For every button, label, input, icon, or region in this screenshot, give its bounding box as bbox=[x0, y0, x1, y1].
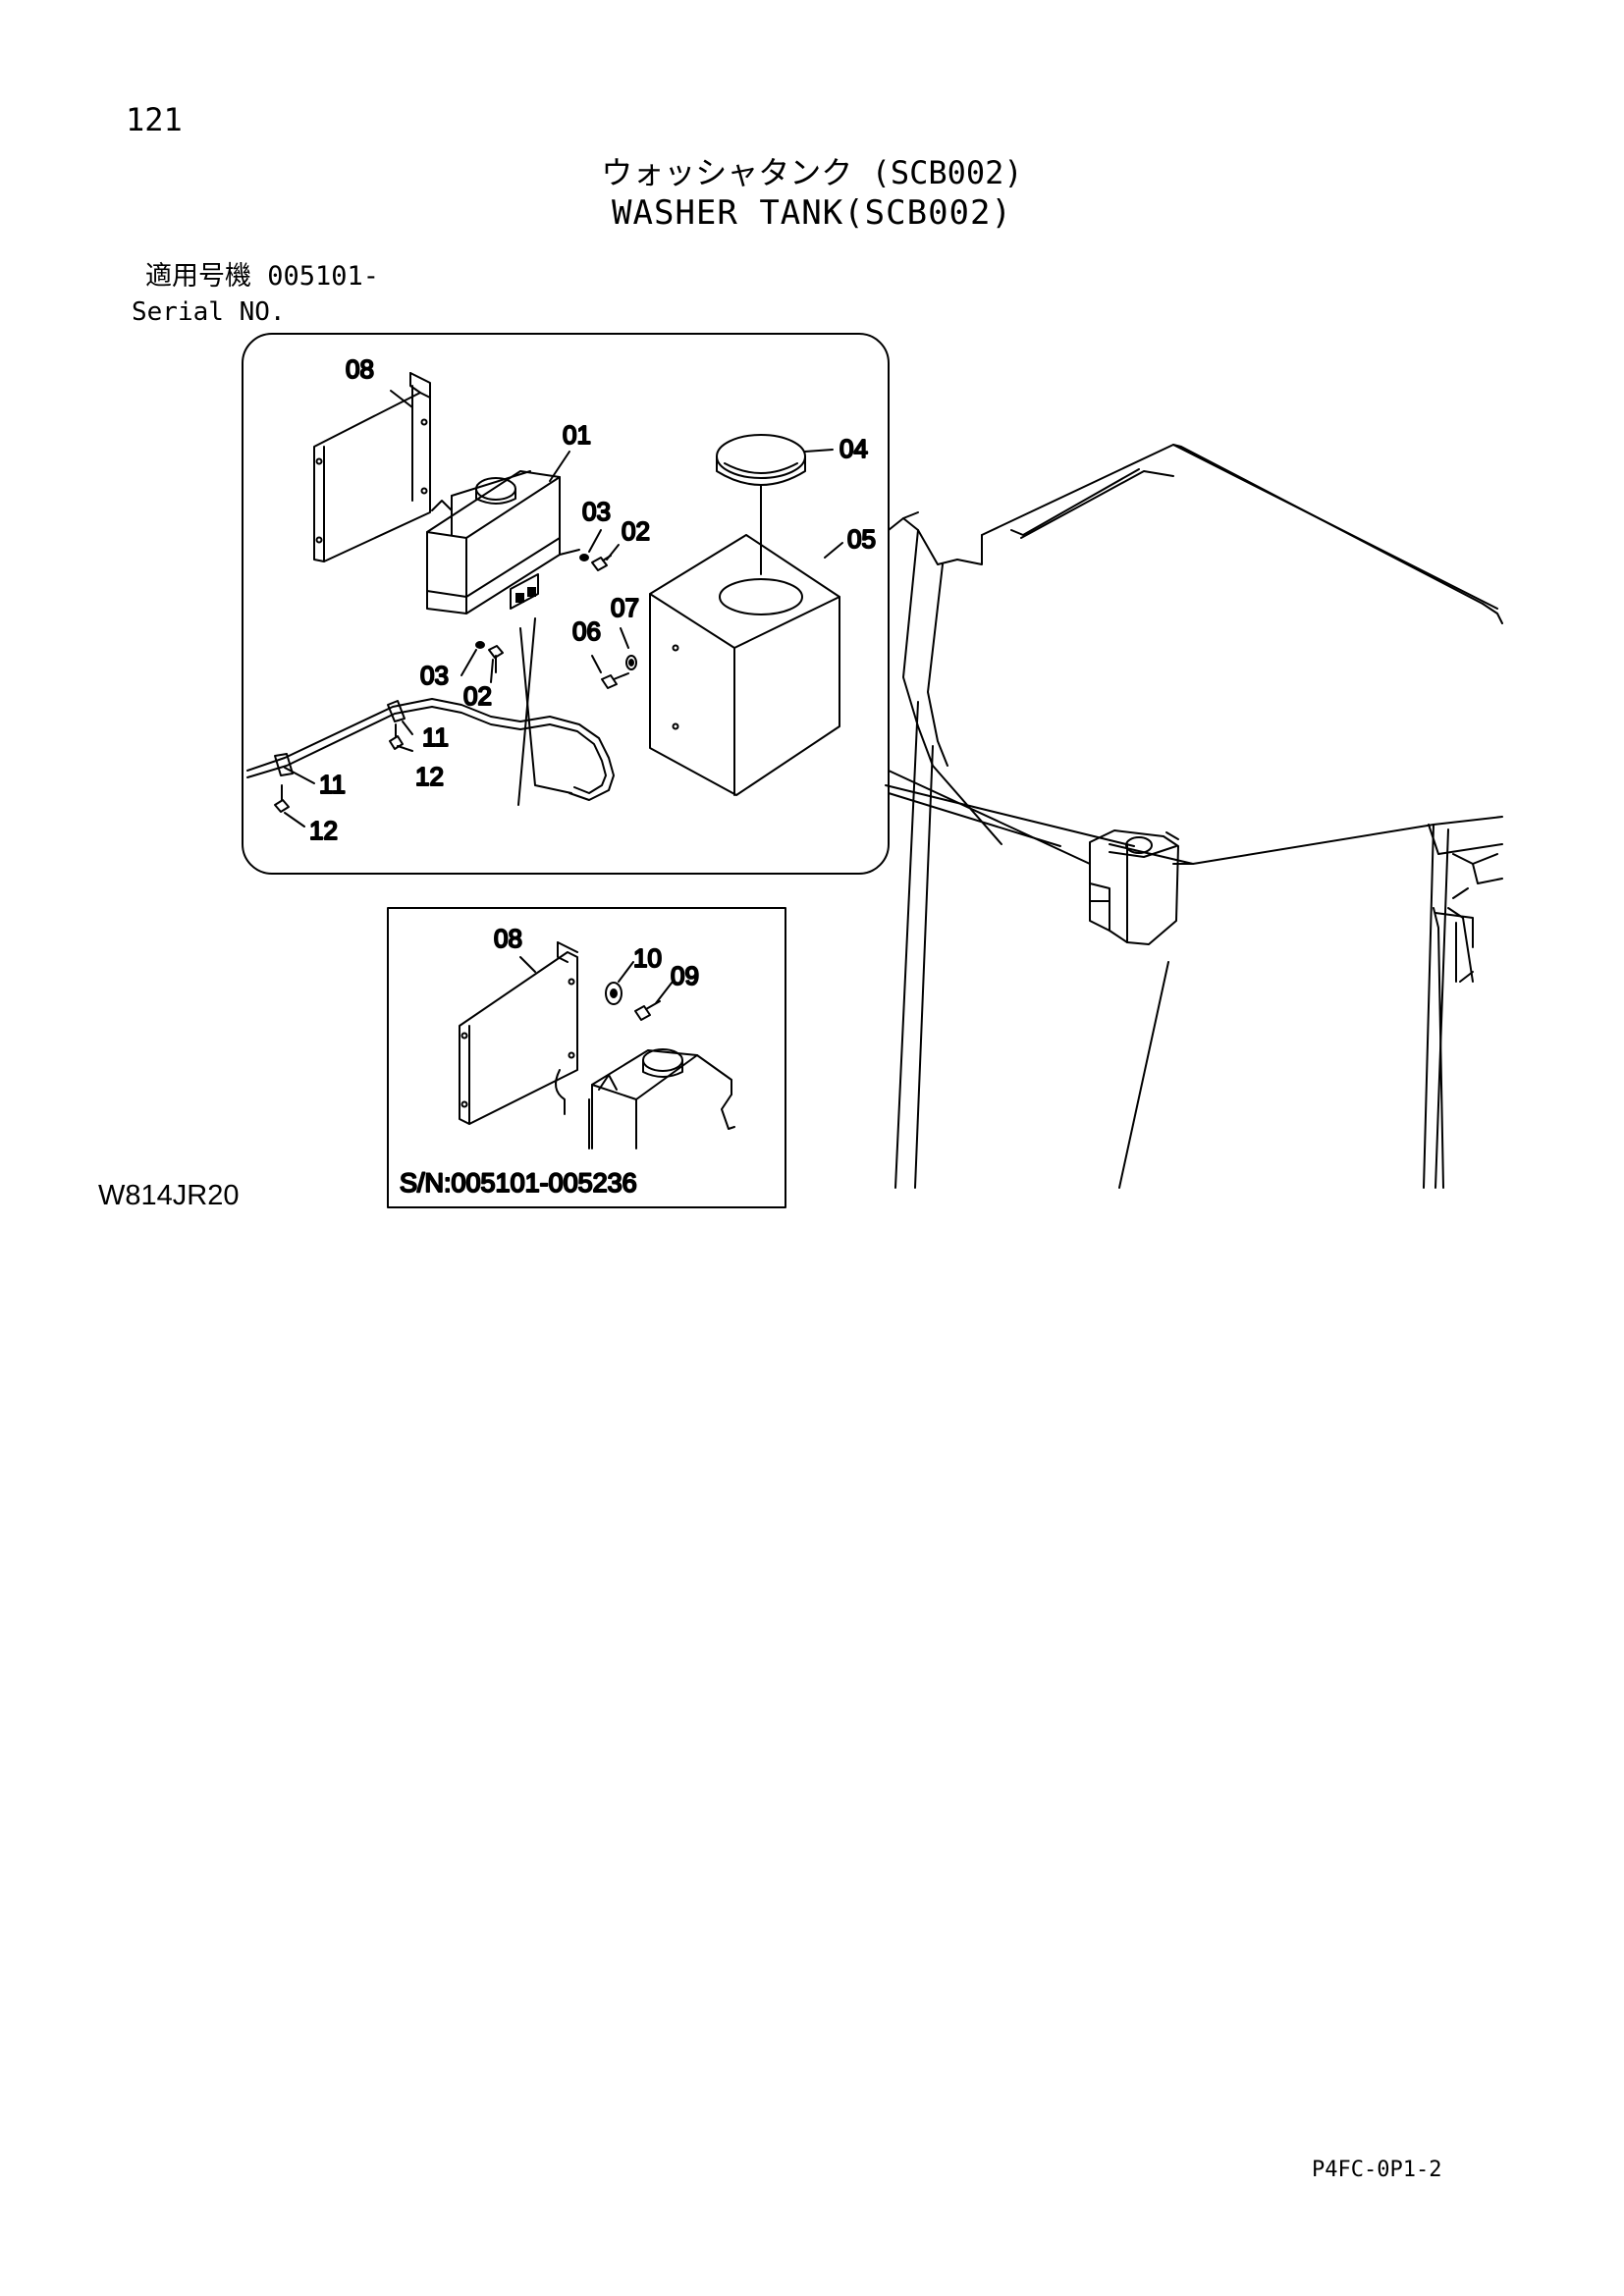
callout-11-b: 11 bbox=[319, 770, 346, 799]
part-11-wire-harness bbox=[246, 617, 615, 806]
inset-washer-tank bbox=[588, 1048, 735, 1149]
callout-03-lower: 03 bbox=[420, 661, 449, 690]
callout-05: 05 bbox=[847, 524, 876, 554]
callout-07: 07 bbox=[611, 593, 639, 622]
inset-part-10-washer bbox=[605, 982, 623, 1005]
inset-leader-lines bbox=[519, 956, 674, 1004]
title-japanese: ウォッシャタンク (SCB002) bbox=[601, 154, 1023, 191]
inset-frame bbox=[387, 907, 786, 1208]
callout-02-lower: 02 bbox=[463, 681, 492, 711]
footer-code: P4FC-0P1-2 bbox=[1312, 2158, 1442, 2182]
page-number: 121 bbox=[126, 101, 183, 138]
callout-12-b: 12 bbox=[309, 816, 338, 845]
inset-callout-10: 10 bbox=[633, 943, 662, 973]
part-04-cap bbox=[716, 434, 806, 575]
detail-frame bbox=[242, 333, 890, 875]
inset-callout-08: 08 bbox=[494, 924, 522, 953]
serial-label-english: Serial NO. bbox=[132, 297, 286, 327]
part-01-washer-tank bbox=[426, 470, 580, 614]
part-06-bolt bbox=[601, 672, 629, 689]
part-12-bolt-a bbox=[389, 723, 404, 750]
callout-01: 01 bbox=[563, 420, 591, 450]
part-03-washer-lower bbox=[475, 641, 485, 649]
callout-03-upper: 03 bbox=[582, 497, 611, 526]
detail-leader-lines bbox=[284, 390, 843, 828]
inset-callout-09: 09 bbox=[671, 961, 699, 990]
part-08-bracket bbox=[313, 372, 431, 562]
drawing-code: W814JR20 bbox=[98, 1180, 240, 1211]
callout-12-a: 12 bbox=[415, 762, 444, 791]
cab-outline bbox=[885, 444, 1503, 1189]
part-12-bolt-b bbox=[274, 784, 290, 813]
callout-06: 06 bbox=[572, 616, 601, 646]
callout-02-upper: 02 bbox=[622, 516, 650, 546]
callout-11-a: 11 bbox=[422, 722, 449, 752]
inset-part-08-bracket bbox=[459, 941, 578, 1125]
part-05-cover bbox=[649, 534, 840, 796]
serial-label-japanese: 適用号機 005101- bbox=[145, 261, 380, 292]
part-02-bolt-lower bbox=[488, 645, 504, 673]
callout-08: 08 bbox=[346, 354, 374, 384]
inset-serial-range: S/N:005101-005236 bbox=[400, 1168, 637, 1198]
title-english: WASHER TANK(SCB002) bbox=[612, 193, 1012, 233]
part-07-washer bbox=[625, 655, 637, 670]
callout-04: 04 bbox=[839, 434, 868, 463]
part-03-washer-upper bbox=[579, 554, 589, 561]
